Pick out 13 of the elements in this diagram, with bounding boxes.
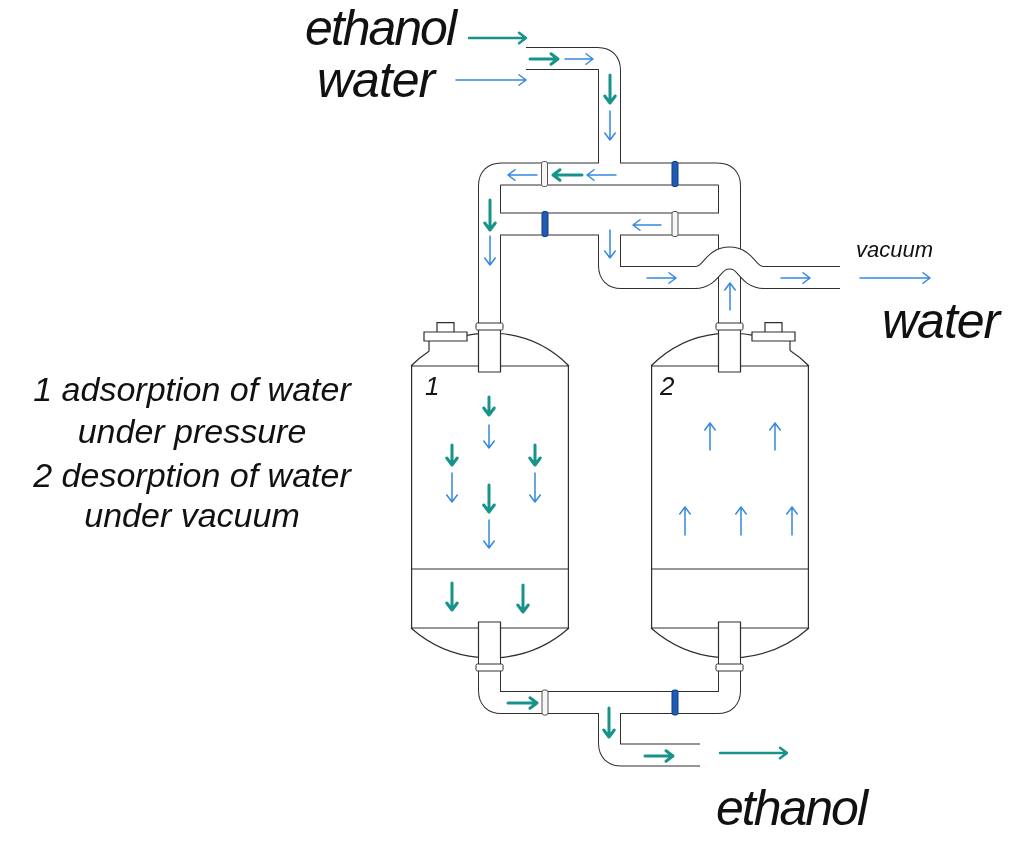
- adsorber-vessel: [651, 322, 809, 658]
- adsorber-vessel: [411, 322, 569, 658]
- vessel-number: 2: [660, 373, 675, 399]
- step-note: 2 desorption of water under vacuum: [32, 455, 353, 535]
- pipe-line: [478, 162, 741, 322]
- stream-label: water: [882, 296, 1000, 346]
- step-note: 1 adsorption of water under pressure: [32, 369, 353, 452]
- stream-label: water: [317, 55, 435, 105]
- stream-label: ethanol: [305, 3, 456, 53]
- stream-label: ethanol: [716, 783, 867, 833]
- pipe-line: [478, 658, 741, 714]
- stream-label: vacuum: [856, 239, 934, 261]
- vessel-number: 1: [425, 373, 440, 399]
